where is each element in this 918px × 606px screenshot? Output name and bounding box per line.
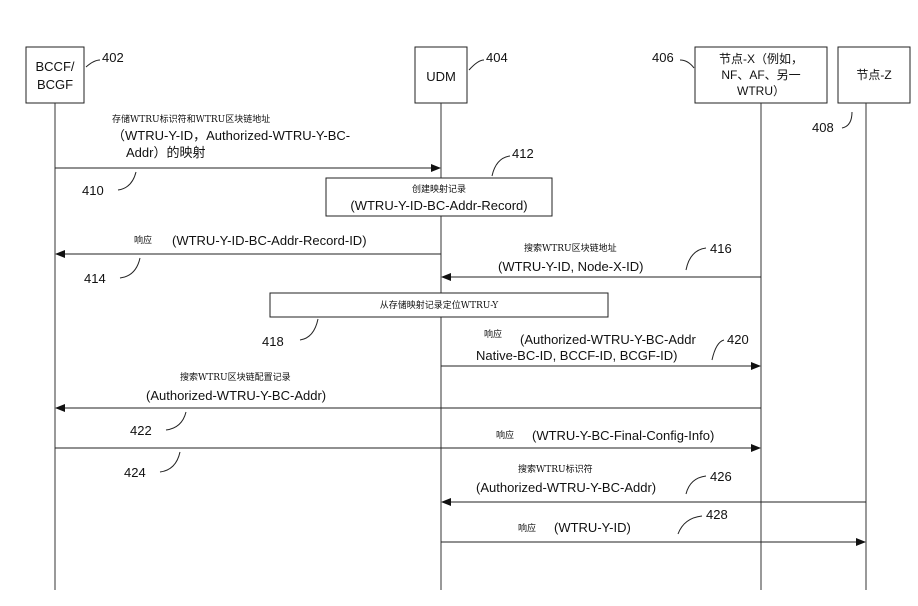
step-418-leader <box>300 319 318 340</box>
step-424-leader <box>160 452 180 472</box>
node-x-ref-leader <box>680 60 694 68</box>
step-416-small: 搜索WTRU区块链地址 <box>524 242 617 254</box>
step-418-small: 从存储映射记录定位WTRU-Y <box>380 299 500 311</box>
step-418-ref: 418 <box>262 334 284 349</box>
step-420: 响应 (Authorized-WTRU-Y-BC-Addr Native-BC-… <box>441 328 760 366</box>
node-z-ref-leader <box>842 112 852 128</box>
step-414-leader <box>120 258 140 278</box>
step-426: 搜索WTRU标识符 (Authorized-WTRU-Y-BC-Addr) 42… <box>442 463 866 502</box>
step-410-label-line1: 存储WTRU标识符和WTRU区块链地址 <box>112 113 270 125</box>
step-410-label-line3: Addr）的映射 <box>126 145 205 160</box>
bccf-ref-leader <box>86 60 100 67</box>
step-410-ref: 410 <box>82 183 104 198</box>
step-424-small: 响应 <box>496 429 514 441</box>
node-z-ref: 408 <box>812 120 834 135</box>
step-420-leader <box>712 340 724 360</box>
node-x-label-line1: 节点-X（例如， <box>719 51 803 66</box>
step-412-ref: 412 <box>512 146 534 161</box>
step-412: 创建映射记录 (WTRU-Y-ID-BC-Addr-Record) 412 <box>326 146 552 216</box>
step-410-leader <box>118 172 136 190</box>
step-422-main: (Authorized-WTRU-Y-BC-Addr) <box>146 388 326 403</box>
node-x-label-line3: WTRU） <box>737 84 785 98</box>
udm-label: UDM <box>426 69 456 84</box>
node-x-ref: 406 <box>652 50 674 65</box>
step-420-line1: (Authorized-WTRU-Y-BC-Addr <box>520 332 696 347</box>
step-422-ref: 422 <box>130 423 152 438</box>
step-410-label-line2: （WTRU-Y-ID，Authorized-WTRU-Y-BC- <box>112 128 350 143</box>
step-428: 响应 (WTRU-Y-ID) 428 <box>441 507 865 542</box>
participant-bccf: BCCF/ BCGF 402 <box>26 47 124 103</box>
bccf-label-line2: BCGF <box>37 77 73 92</box>
step-414: 响应 (WTRU-Y-ID-BC-Addr-Record-ID) 414 <box>56 233 441 286</box>
step-428-leader <box>678 516 702 534</box>
step-416-leader <box>686 248 706 270</box>
step-422-small: 搜索WTRU区块链配置记录 <box>180 371 291 383</box>
udm-ref: 404 <box>486 50 508 65</box>
step-424: 响应 (WTRU-Y-BC-Final-Config-Info) 424 <box>55 428 760 480</box>
step-412-main: (WTRU-Y-ID-BC-Addr-Record) <box>350 198 527 213</box>
step-414-main: (WTRU-Y-ID-BC-Addr-Record-ID) <box>172 233 367 248</box>
participant-udm: UDM 404 <box>415 47 508 103</box>
step-420-ref: 420 <box>727 332 749 347</box>
step-414-small: 响应 <box>134 234 152 246</box>
step-426-leader <box>686 476 706 494</box>
node-x-label-line2: NF、AF、另一 <box>721 68 800 82</box>
bccf-ref: 402 <box>102 50 124 65</box>
step-426-ref: 426 <box>710 469 732 484</box>
participant-node-x: 节点-X（例如， NF、AF、另一 WTRU） 406 <box>652 47 827 103</box>
step-426-main: (Authorized-WTRU-Y-BC-Addr) <box>476 480 656 495</box>
step-420-small: 响应 <box>484 328 502 340</box>
step-416-main: (WTRU-Y-ID, Node-X-ID) <box>498 259 643 274</box>
udm-ref-leader <box>469 60 484 70</box>
step-422-leader <box>166 412 186 430</box>
step-420-line2: Native-BC-ID, BCCF-ID, BCGF-ID) <box>476 348 678 363</box>
step-428-main: (WTRU-Y-ID) <box>554 520 631 535</box>
step-426-small: 搜索WTRU标识符 <box>518 463 593 475</box>
node-z-label: 节点-Z <box>856 68 891 82</box>
step-424-main: (WTRU-Y-BC-Final-Config-Info) <box>532 428 714 443</box>
step-428-small: 响应 <box>518 522 536 534</box>
step-424-ref: 424 <box>124 465 146 480</box>
step-428-ref: 428 <box>706 507 728 522</box>
bccf-label-line1: BCCF/ <box>36 59 75 74</box>
step-416-ref: 416 <box>710 241 732 256</box>
step-412-small: 创建映射记录 <box>412 183 466 195</box>
step-414-ref: 414 <box>84 271 106 286</box>
step-416: 搜索WTRU区块链地址 (WTRU-Y-ID, Node-X-ID) 416 <box>442 241 761 277</box>
step-412-leader <box>492 156 510 176</box>
